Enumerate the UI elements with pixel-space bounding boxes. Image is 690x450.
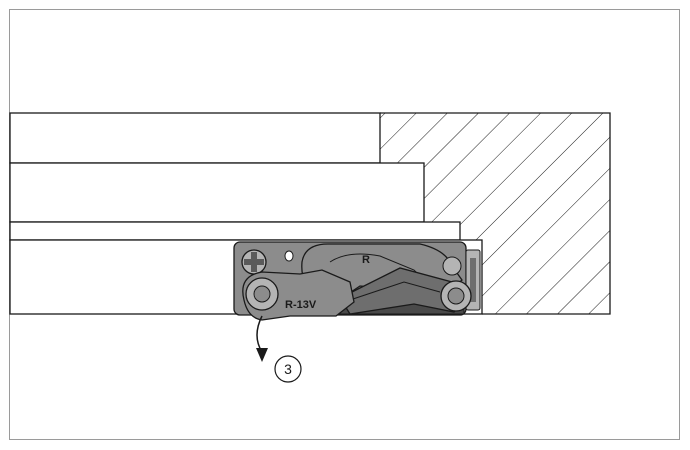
- cross-screw: [241, 249, 267, 275]
- top-panel: [9, 112, 381, 164]
- thin-strip-panel: [9, 221, 461, 241]
- step-number: 3: [284, 361, 292, 377]
- middle-panel: [9, 162, 425, 223]
- hinge-lever: [242, 269, 355, 321]
- latch-mark-label: R: [362, 254, 370, 266]
- connecting-link: [339, 267, 472, 315]
- rotation-arrow: [256, 315, 268, 362]
- step-callout: 3: [274, 355, 302, 383]
- hinge-mark-label: R-13V: [285, 299, 317, 311]
